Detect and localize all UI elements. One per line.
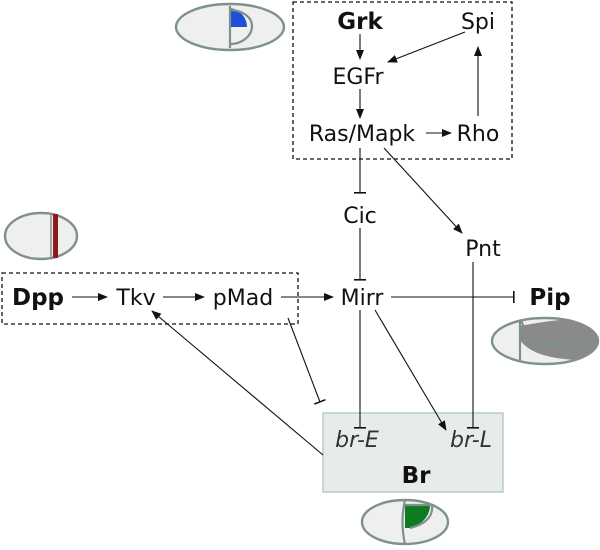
- node-dpp: Dpp: [12, 285, 64, 311]
- node-rho: Rho: [457, 122, 500, 147]
- node-pnt: Pnt: [465, 237, 501, 262]
- node-cic: Cic: [343, 204, 377, 229]
- edge-spi-egfr: [387, 31, 466, 63]
- node-mirr: Mirr: [341, 286, 385, 311]
- egfr-module-box: [292, 1, 513, 160]
- edge-mirr-brl: [374, 309, 447, 431]
- node-tkv: Tkv: [115, 286, 155, 311]
- edge-br-tkv: [151, 310, 324, 456]
- node-ras-mapk: Ras/Mapk: [309, 122, 416, 147]
- egg-pip-pattern: [490, 316, 600, 366]
- egg-br-pattern: [360, 498, 450, 546]
- edge-pmad-bre: [287, 317, 326, 405]
- node-br-e: br-E: [335, 428, 379, 453]
- node-grk: Grk: [337, 9, 383, 35]
- egg-dpp-pattern: [3, 211, 79, 261]
- dpp-module-box: [1, 272, 299, 325]
- node-br-l: br-L: [450, 428, 492, 453]
- egg-grk-pattern: [174, 2, 286, 52]
- edge-rasmapk-pnt: [383, 147, 463, 234]
- node-egfr: EGFr: [332, 65, 384, 90]
- node-pip: Pip: [529, 285, 570, 311]
- node-spi: Spi: [461, 10, 495, 35]
- node-pmad: pMad: [213, 286, 273, 311]
- node-br: Br: [402, 463, 432, 489]
